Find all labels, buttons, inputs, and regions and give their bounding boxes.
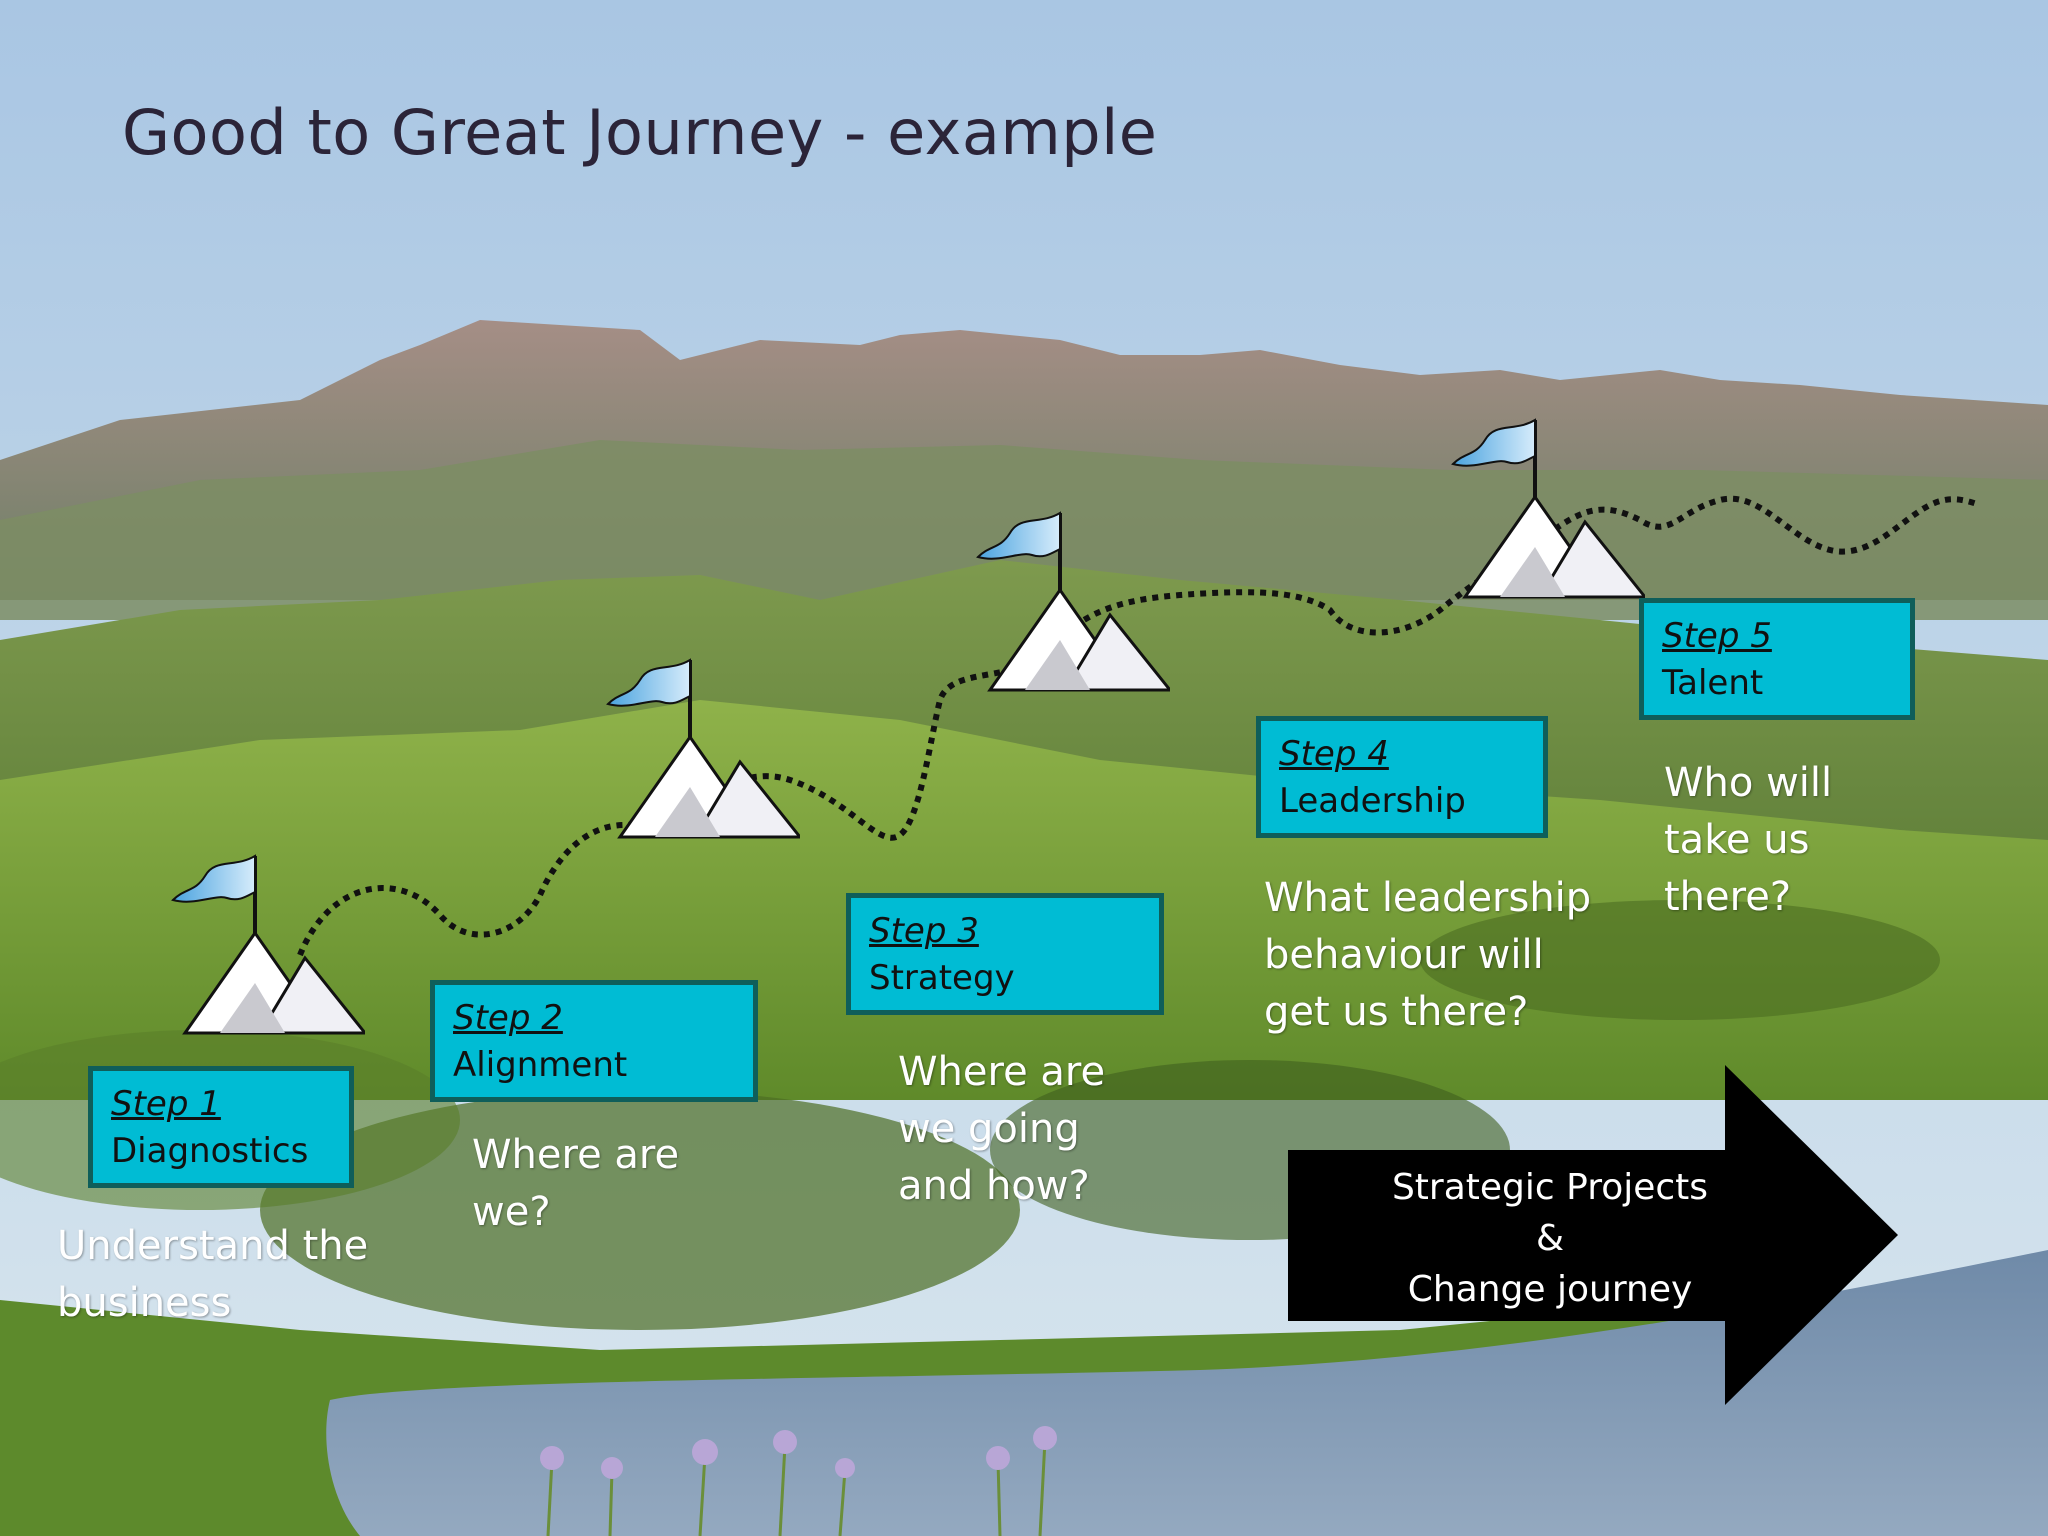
arrow-line-2: & [1535,1218,1565,1259]
step-name: Alignment [453,1045,628,1085]
step-number: Step 2 [453,998,563,1038]
step-1-question: Understand the business [57,1223,369,1326]
arrow-line-1: Strategic Projects [1391,1167,1709,1208]
step-name: Strategy [869,958,1015,998]
step-3-question: Where are we going and how? [898,1049,1106,1209]
mountain-flag-icon [976,511,1170,692]
step-5-question: Who will take us there? [1664,760,1833,920]
journey-path [297,495,1981,957]
slide-title: Good to Great Journey - example [122,96,1158,169]
step-name: Leadership [1279,781,1466,821]
step-5-box: Step 5 Talent [1639,598,1915,720]
step-3-box: Step 3 Strategy [846,893,1164,1015]
step-number: Step 3 [869,911,979,951]
step-number: Step 1 [111,1084,221,1124]
mountain-flag-icon [1451,418,1645,599]
step-2-box: Step 2 Alignment [430,980,758,1102]
mountain-flag-icon [606,658,800,839]
step-name: Diagnostics [111,1131,309,1171]
arrow-label: Strategic Projects & Change journey [1290,1162,1810,1315]
step-2-question: Where are we? [472,1132,680,1235]
step-number: Step 5 [1662,616,1772,656]
step-1-box: Step 1 Diagnostics [88,1066,354,1188]
arrow-line-3: Change journey [1407,1269,1693,1310]
step-4-box: Step 4 Leadership [1256,716,1548,838]
step-4-question: What leadership behaviour will get us th… [1264,875,1592,1035]
change-journey-arrow [1288,1065,1898,1405]
step-number: Step 4 [1279,734,1389,774]
mountain-flag-icon [171,854,365,1035]
step-name: Talent [1662,663,1764,703]
